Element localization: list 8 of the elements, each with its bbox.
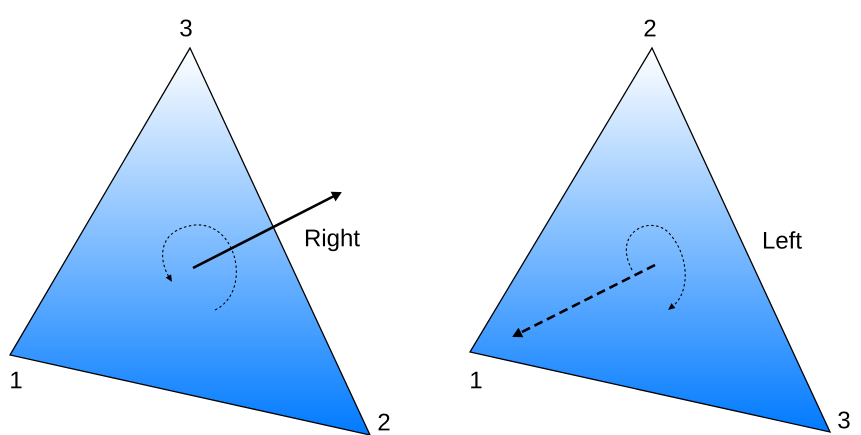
- vertex-number: 2: [644, 20, 656, 36]
- vertex-number: 1: [471, 372, 482, 388]
- arrow-label: Right: [306, 228, 360, 252]
- vertex-number: 1: [11, 372, 22, 388]
- vertex-number: 2: [378, 414, 390, 430]
- arrow-label: Left: [764, 231, 802, 249]
- vertex-number: 3: [838, 412, 850, 428]
- vertex-number: 3: [180, 20, 192, 36]
